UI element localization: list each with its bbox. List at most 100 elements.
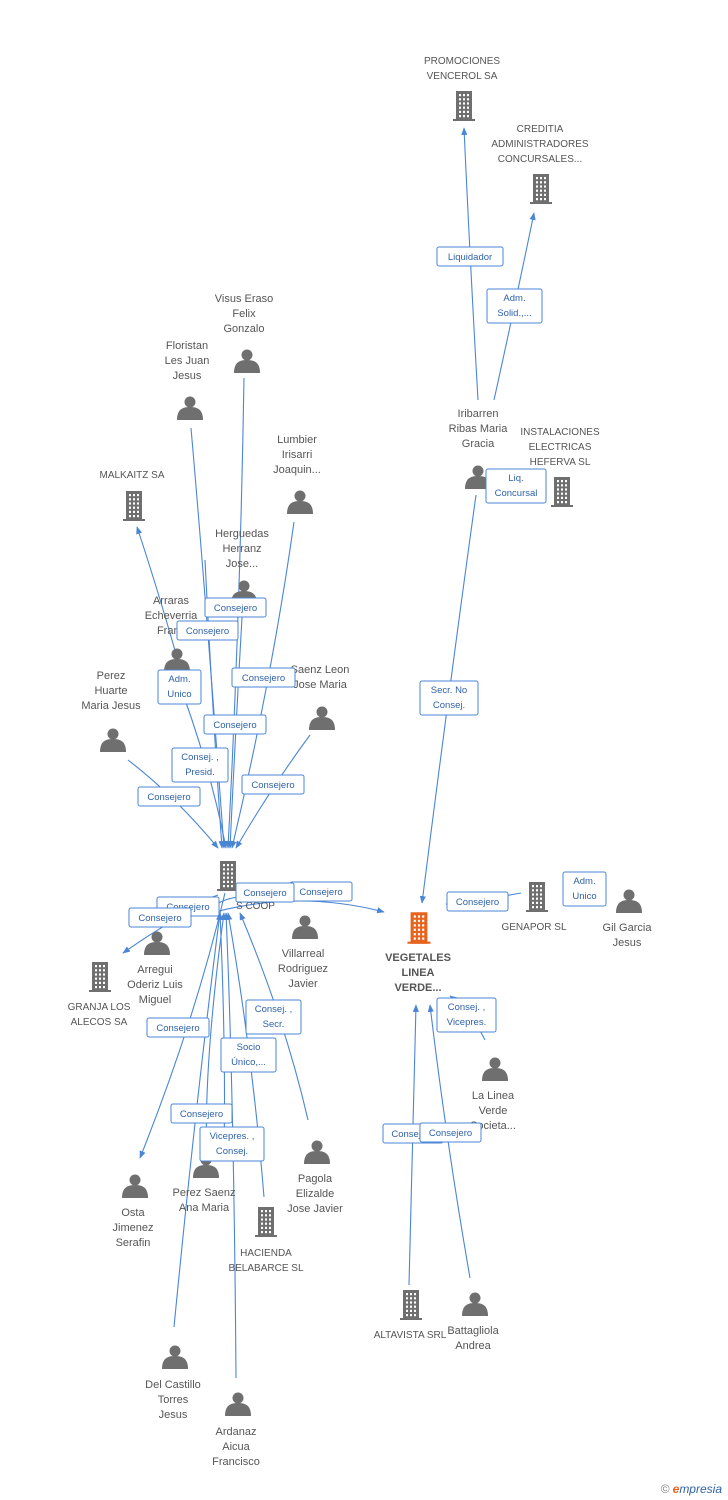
node-lalinea[interactable]: La LineaVerdeSocieta... xyxy=(470,1057,516,1133)
edge-label-e26[interactable]: Consejero xyxy=(419,1122,482,1143)
edge-label-e16[interactable]: Consejero xyxy=(128,907,192,928)
edge-label-e18[interactable]: Consejero xyxy=(446,891,509,912)
node-vegetales[interactable]: VEGETALESLINEAVERDE... xyxy=(385,912,451,994)
edge-label-text: Solid.,... xyxy=(497,308,531,319)
node-genapor[interactable]: GENAPOR SL xyxy=(501,882,567,933)
edge-label-text: Consejero xyxy=(213,720,256,731)
edge-label-e6[interactable]: Consejero xyxy=(176,620,239,641)
node-label-line: Gonzalo xyxy=(224,323,265,335)
edge-label-box xyxy=(170,1103,233,1124)
edge-label-text: Secr. xyxy=(263,1019,285,1030)
edge-label-e23[interactable]: Consejero xyxy=(170,1103,233,1124)
node-label-line: GRANJA LOS xyxy=(68,1002,131,1013)
building-icon xyxy=(123,491,145,521)
node-label-line: Jimenez xyxy=(113,1222,154,1234)
node-label-line: Huarte xyxy=(94,685,127,697)
edge-label-e1[interactable]: Liquidador xyxy=(436,246,504,267)
person-icon xyxy=(234,349,260,373)
building-icon xyxy=(526,882,548,912)
node-creditia[interactable]: CREDITIAADMINISTRADORESCONCURSALES... xyxy=(491,124,589,204)
node-label-line: Miguel xyxy=(139,994,171,1006)
node-label-line: Pagola xyxy=(298,1173,333,1185)
person-icon xyxy=(164,648,190,672)
person-icon xyxy=(616,889,642,913)
node-lumbier[interactable]: LumbierIrisarriJoaquin... xyxy=(273,434,321,514)
person-icon xyxy=(225,1392,251,1416)
building-icon xyxy=(551,477,573,507)
node-label-line: Herranz xyxy=(222,543,261,555)
edge-label-box xyxy=(220,1037,277,1073)
edge-label-e12[interactable]: Consejero xyxy=(137,786,201,807)
node-malkaitz[interactable]: MALKAITZ SA xyxy=(99,470,165,521)
edge-label-box xyxy=(235,882,295,903)
edge-label-box xyxy=(562,871,607,907)
building-icon xyxy=(400,1290,422,1320)
person-icon xyxy=(309,706,335,730)
node-coop[interactable]: S COOP xyxy=(217,861,275,912)
node-label-line: Serafin xyxy=(116,1237,151,1249)
edge-label-box xyxy=(436,997,497,1033)
edge-label-e14[interactable]: Consejero xyxy=(235,882,295,903)
node-herguedas[interactable]: HerguedasHerranzJose... xyxy=(215,528,269,604)
edge-label-e8[interactable]: Consejero xyxy=(231,667,296,688)
node-altavista[interactable]: ALTAVISTA SRL xyxy=(374,1290,447,1341)
node-label-line: CREDITIA xyxy=(517,124,564,135)
person-icon xyxy=(482,1057,508,1081)
edge-label-box xyxy=(436,246,504,267)
edge-label-e13[interactable]: Consejero xyxy=(289,881,353,902)
node-label-line: ADMINISTRADORES xyxy=(491,139,589,150)
edge-label-text: Adm. xyxy=(503,293,525,304)
edge-label-text: Vicepres. xyxy=(447,1017,486,1028)
edge-label-text: Consej. xyxy=(216,1146,248,1157)
edge-label-text: Consej. , xyxy=(181,752,219,763)
person-icon xyxy=(100,728,126,752)
edge-label-e10[interactable]: Consej. ,Presid. xyxy=(171,747,229,783)
building-icon xyxy=(530,174,552,204)
node-label-line: Perez Saenz xyxy=(173,1187,236,1199)
edge-label-e11[interactable]: Consejero xyxy=(241,774,305,795)
edge-label-box xyxy=(128,907,192,928)
edge-label-e19[interactable]: Consejero xyxy=(146,1017,210,1038)
edge-label-e5[interactable]: Consejero xyxy=(204,597,267,618)
brand-rest: mpresia xyxy=(679,1482,722,1496)
edge-label-e22[interactable]: Consej. ,Vicepres. xyxy=(436,997,497,1033)
edge-label-e17[interactable]: Adm.Unico xyxy=(562,871,607,907)
edge-label-box xyxy=(241,774,305,795)
edge-label-e24[interactable]: Vicepres. , Consej. xyxy=(199,1126,265,1162)
edge-label-text: Consejero xyxy=(243,888,286,899)
edge-label-text: Consejero xyxy=(186,626,229,637)
edge-label-text: Vicepres. , xyxy=(210,1131,255,1142)
node-label-line: Jesus xyxy=(613,937,642,949)
edge-label-e3[interactable]: Liq.Concursal xyxy=(485,468,547,504)
edge-label-e7[interactable]: Adm.Unico xyxy=(157,669,202,705)
edge-label-e2[interactable]: Adm. Solid.,... xyxy=(486,288,543,324)
person-icon xyxy=(287,490,313,514)
edge-label-text: Adm. xyxy=(573,876,595,887)
edge-label-box xyxy=(245,999,302,1035)
edge-label-e20[interactable]: Consej. ,Secr. xyxy=(245,999,302,1035)
edge-label-e9[interactable]: Consejero xyxy=(203,714,267,735)
edge-label-e21[interactable]: SocioÚnico,... xyxy=(220,1037,277,1073)
node-label-line: Perez xyxy=(97,670,126,682)
node-label-line: Osta xyxy=(121,1207,145,1219)
node-label-line: Torres xyxy=(158,1394,189,1406)
